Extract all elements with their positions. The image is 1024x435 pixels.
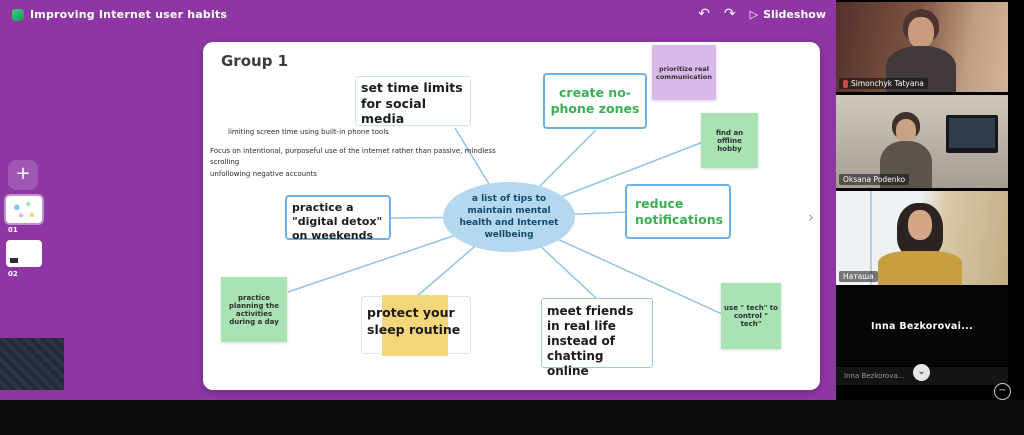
node-meet-friends[interactable]: meet friends in real life instead of cha… bbox=[541, 298, 653, 378]
slide-thumbnail-2[interactable] bbox=[6, 240, 42, 267]
participants-panel: Simonchyk Tatyana Oksana Podenko Наташа … bbox=[836, 0, 1008, 400]
window-frame-shape bbox=[870, 191, 872, 285]
presentation-title: Improving Internet user habits bbox=[30, 8, 228, 21]
top-bar: Improving Internet user habits ↶ ↷ ▷ Sli… bbox=[0, 0, 836, 32]
participant-name-label: Simonchyk Tatyana bbox=[839, 78, 928, 89]
doc-icon bbox=[12, 8, 24, 21]
corner-pattern bbox=[0, 338, 64, 390]
next-page-arrow[interactable]: › bbox=[808, 208, 814, 226]
participant-video-1[interactable]: Simonchyk Tatyana bbox=[836, 2, 1008, 92]
participant-name-label: Oksana Podenko bbox=[839, 174, 910, 185]
avatar bbox=[908, 210, 932, 240]
slide-number-1: 01 bbox=[8, 226, 18, 234]
slide-number-2: 02 bbox=[8, 270, 18, 278]
title-group: Improving Internet user habits bbox=[12, 8, 227, 21]
participant-name: Inna Bezkorovai... bbox=[871, 321, 973, 332]
note-intentional-use: Focus on intentional, purposeful use of … bbox=[210, 147, 496, 166]
redo-icon[interactable]: ↷ bbox=[723, 6, 736, 22]
participant-name: Oksana Podenko bbox=[843, 175, 906, 184]
participant-name-label: Наташа bbox=[839, 271, 878, 282]
avatar bbox=[896, 119, 916, 143]
avatar bbox=[908, 17, 934, 48]
node-set-time-limits[interactable]: set time limits for social media bbox=[355, 76, 471, 126]
slideshow-label: Slideshow bbox=[763, 7, 826, 21]
sticky-use-tech[interactable]: use " tech" to control " tech" bbox=[721, 283, 781, 349]
sticky-prioritize-communication[interactable]: prioritize real communication bbox=[652, 45, 716, 100]
participant-video-2[interactable]: Oksana Podenko bbox=[836, 95, 1008, 188]
add-page-button[interactable]: + bbox=[8, 160, 38, 190]
undo-icon[interactable]: ↶ bbox=[698, 6, 710, 22]
slide-thumbnail-1[interactable] bbox=[6, 196, 42, 223]
monitor-screen-shape bbox=[949, 118, 995, 148]
sticky-practice-planning[interactable]: practice planning the activities during … bbox=[221, 277, 287, 342]
mindmap-center-node[interactable]: a list of tips to maintain mental health… bbox=[443, 182, 575, 252]
participant-tile-camera-off[interactable]: Inna Bezkorovai... bbox=[836, 288, 1008, 365]
mic-muted-icon bbox=[843, 79, 848, 88]
note-screen-time: limiting screen time using built-in phon… bbox=[228, 128, 389, 136]
minimize-button[interactable]: − bbox=[994, 383, 1011, 400]
node-digital-detox[interactable]: practice a "digital detox" on weekends bbox=[285, 195, 391, 242]
node-protect-sleep[interactable]: protect your sleep routine bbox=[361, 295, 471, 356]
group-title: Group 1 bbox=[221, 52, 289, 70]
note-unfollowing: unfollowing negative accounts bbox=[210, 170, 317, 178]
node-protect-sleep-label: protect your sleep routine bbox=[367, 305, 461, 337]
participant-name: Inna Bezkorova... bbox=[844, 372, 905, 380]
node-no-phone-zones[interactable]: create no-phone zones bbox=[543, 73, 647, 129]
participant-name: Наташа bbox=[843, 272, 874, 281]
sticky-offline-hobby[interactable]: find an offline hobby bbox=[701, 113, 758, 168]
presentation-area: Improving Internet user habits ↶ ↷ ▷ Sli… bbox=[0, 0, 836, 403]
yellow-sticky[interactable] bbox=[382, 295, 448, 356]
slideshow-button[interactable]: ▷ Slideshow bbox=[750, 8, 826, 21]
play-icon: ▷ bbox=[749, 7, 759, 21]
whiteboard-canvas[interactable]: Group 1 limiting screen time using built… bbox=[203, 42, 820, 390]
avatar bbox=[878, 251, 962, 285]
collapse-panel-button[interactable]: ⌄ bbox=[913, 364, 930, 381]
participant-name: Simonchyk Tatyana bbox=[851, 79, 924, 88]
top-controls: ↶ ↷ ▷ Slideshow bbox=[698, 6, 826, 22]
participant-video-3[interactable]: Наташа bbox=[836, 191, 1008, 285]
node-reduce-notifications[interactable]: reduce notifications bbox=[625, 184, 731, 239]
bottom-bar bbox=[0, 400, 1024, 435]
